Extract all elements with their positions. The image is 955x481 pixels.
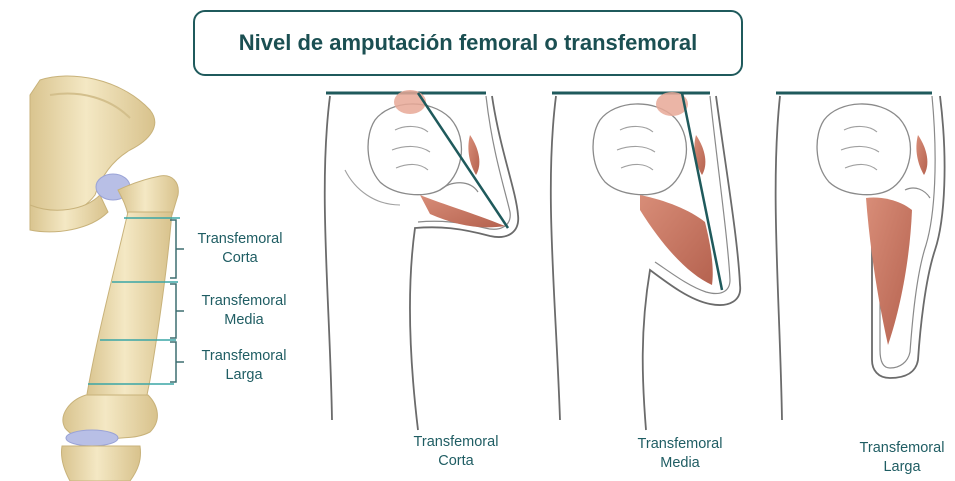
femur-illustration	[30, 76, 184, 481]
bracket-corta	[170, 220, 184, 278]
page-title: Nivel de amputación femoral o transfemor…	[239, 30, 697, 56]
stump-caption-line2: Media	[630, 454, 730, 473]
pelvis-sketch	[817, 104, 910, 195]
stump-caption-line1: Transfemoral	[630, 435, 730, 454]
stump-caption-corta: Transfemoral Corta	[406, 433, 506, 471]
femur-label-media: Transfemoral Media	[194, 292, 294, 330]
femur-label-line2: Larga	[194, 366, 294, 385]
stump-caption-media: Transfemoral Media	[630, 435, 730, 473]
stump-muscle	[420, 195, 505, 227]
title-box: Nivel de amputación femoral o transfemor…	[193, 10, 743, 76]
stump-caption-line1: Transfemoral	[852, 439, 952, 458]
femur-label-corta: Transfemoral Corta	[190, 230, 290, 268]
stump-caption-larga: Transfemoral Larga	[852, 439, 952, 477]
femur-label-larga: Transfemoral Larga	[194, 347, 294, 385]
stump-panel-media	[551, 92, 740, 430]
stump-panel-corta	[325, 90, 518, 430]
femur-label-line2: Corta	[190, 249, 290, 268]
body-outline	[325, 96, 518, 430]
femur-label-line2: Media	[194, 311, 294, 330]
bracket-larga	[170, 342, 184, 382]
bracket-media	[170, 284, 184, 338]
stump-caption-line2: Corta	[406, 452, 506, 471]
femur-label-line1: Transfemoral	[194, 347, 294, 366]
femur-label-line1: Transfemoral	[190, 230, 290, 249]
pelvis-sketch	[593, 104, 686, 195]
stump-caption-line1: Transfemoral	[406, 433, 506, 452]
knee-cartilage	[66, 430, 118, 446]
stump-caption-line2: Larga	[852, 458, 952, 477]
pelvis-sketch	[368, 104, 461, 195]
femur-shaft	[86, 212, 172, 400]
femur-label-line1: Transfemoral	[194, 292, 294, 311]
stump-panel-larga	[776, 93, 945, 420]
